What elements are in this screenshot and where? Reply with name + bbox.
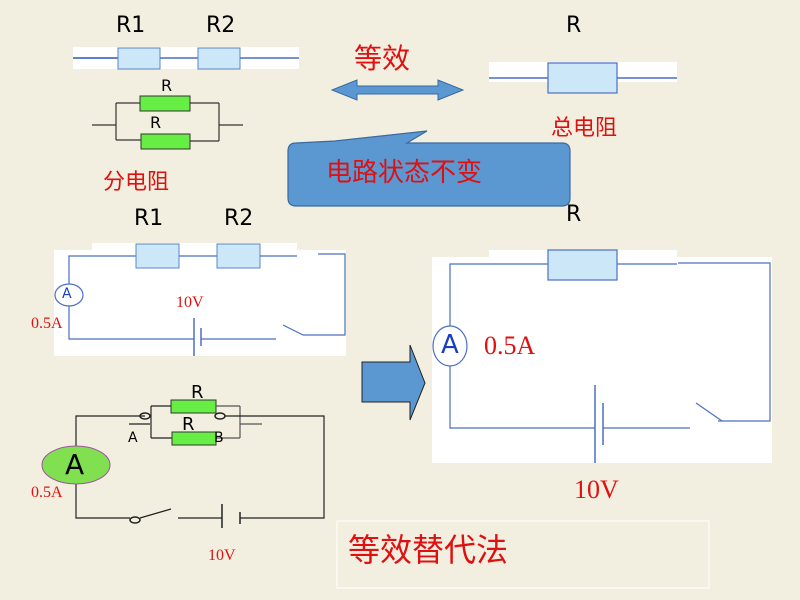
parallel-label-r-bottom: R (182, 414, 195, 435)
label-parallel-r-top: R (161, 76, 173, 95)
parallel-circuit (41, 399, 325, 528)
equivalent-current: 0.5A (484, 331, 536, 360)
series-resistors-strip (73, 47, 299, 70)
series-voltage: 10V (176, 294, 204, 311)
series-resistor-r2 (216, 243, 261, 269)
equivalent-ammeter-symbol: A (441, 330, 459, 360)
resistor-r1 (117, 47, 161, 70)
callout-bubble (287, 130, 571, 207)
series-ammeter (54, 283, 84, 307)
label-r-total: R (566, 13, 582, 38)
resistor-r2 (197, 47, 241, 70)
equivalent-label-r: R (566, 202, 582, 227)
parallel-voltage: 10V (208, 547, 236, 564)
node-label-a: A (128, 430, 138, 446)
parallel-resistors-small (92, 95, 243, 150)
method-title: 等效替代法 (348, 531, 509, 569)
method-box (336, 520, 710, 589)
label-r2-top: R2 (206, 13, 236, 38)
series-label-r1: R1 (134, 206, 164, 231)
equivalent-ammeter (432, 325, 468, 367)
equivalent-resistor (547, 249, 618, 281)
equivalence-label: 等效 (354, 42, 411, 75)
equivalent-voltage: 10V (574, 475, 619, 504)
parallel-ammeter (41, 445, 111, 485)
total-resistor-strip (489, 62, 677, 94)
transform-arrow (361, 344, 426, 421)
series-label-r2: R2 (224, 206, 254, 231)
series-circuit (54, 243, 346, 356)
caption-total-resistance: 总电阻 (551, 116, 618, 141)
caption-component-resistance: 分电阻 (103, 170, 170, 195)
label-parallel-r-bottom: R (150, 113, 162, 132)
series-resistor-r1 (135, 243, 180, 269)
label-r1-top: R1 (116, 13, 146, 38)
parallel-current: 0.5A (31, 484, 63, 501)
node-label-b: B (214, 430, 224, 446)
resistor-parallel-bottom (140, 133, 191, 150)
parallel-label-r-top: R (191, 382, 204, 403)
callout-text: 电路状态不变 (326, 158, 483, 188)
series-current: 0.5A (31, 315, 63, 332)
parallel-ammeter-symbol: A (65, 448, 85, 481)
equivalent-circuit (432, 249, 772, 463)
series-ammeter-symbol: A (62, 286, 72, 302)
resistor-parallel-top (139, 95, 191, 112)
resistor-total (547, 62, 618, 94)
equivalence-double-arrow (330, 79, 465, 101)
